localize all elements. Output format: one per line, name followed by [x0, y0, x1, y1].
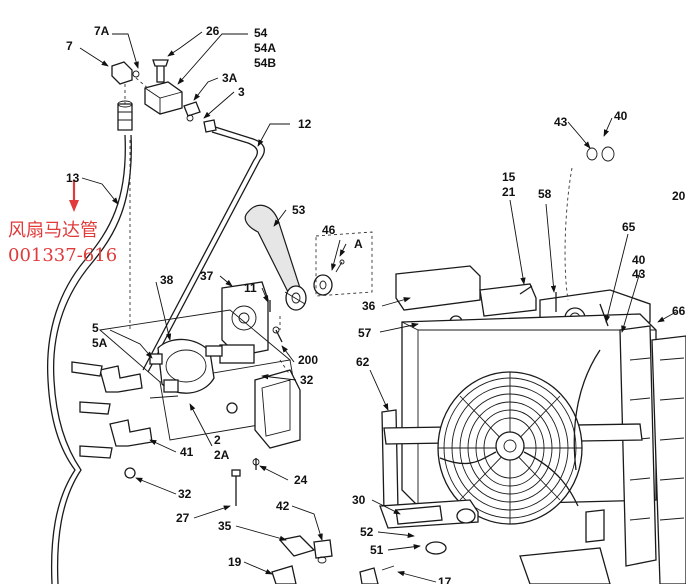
- callout-3: 3: [238, 85, 245, 99]
- callout-labels: 7A 26 7 54 54A 54B 3A 3 12 13 53 46 A 38…: [66, 24, 686, 584]
- annotation-title: 风扇马达管: [8, 220, 98, 241]
- callout-62: 62: [356, 355, 370, 369]
- callout-35: 35: [218, 519, 232, 533]
- hose-12: [142, 125, 265, 373]
- leader-lines: [79, 31, 677, 583]
- callout-20: 20: [672, 189, 686, 203]
- callout-7: 7: [66, 39, 73, 53]
- callout-36: 36: [362, 299, 376, 313]
- callout-5A: 5A: [92, 336, 108, 350]
- callout-58: 58: [538, 187, 552, 201]
- callout-52: 52: [360, 525, 374, 539]
- callout-11: 11: [244, 281, 257, 295]
- annotation-part-number: 001337-616: [8, 245, 118, 266]
- knob-46: [313, 231, 373, 297]
- motor-bracket: [98, 281, 301, 449]
- callout-24: 24: [294, 473, 308, 487]
- fasteners: [231, 300, 283, 506]
- callout-3A: 3A: [222, 71, 238, 85]
- upper-fitting-block: [111, 59, 217, 330]
- bottom-fittings: [271, 535, 395, 584]
- callout-51: 51: [370, 543, 384, 557]
- lever-53: [244, 204, 307, 311]
- fan-motor: [149, 338, 223, 399]
- callout-27: 27: [176, 511, 190, 525]
- callout-19: 19: [228, 555, 242, 569]
- hose-13: [46, 134, 132, 584]
- callout-5: 5: [92, 321, 99, 335]
- callout-2A: 2A: [214, 448, 230, 462]
- callout-21: 21: [502, 185, 516, 199]
- callout-A: A: [354, 237, 363, 251]
- callout-30: 30: [352, 493, 366, 507]
- fitting-41: [71, 361, 153, 479]
- callout-37: 37: [200, 269, 214, 283]
- callout-38: 38: [160, 273, 174, 287]
- callout-54: 54: [254, 26, 268, 40]
- callout-15: 15: [502, 170, 516, 184]
- callout-57: 57: [358, 326, 372, 340]
- callout-46: 46: [322, 223, 336, 237]
- callout-13: 13: [66, 171, 80, 185]
- callout-2: 2: [214, 433, 221, 447]
- callout-43-top: 43: [554, 115, 568, 129]
- callout-66: 66: [672, 304, 686, 318]
- callout-26: 26: [206, 24, 220, 38]
- callout-42: 42: [276, 499, 290, 513]
- callout-53: 53: [292, 203, 306, 217]
- callout-54A: 54A: [254, 41, 276, 55]
- callout-40-right: 40: [632, 253, 646, 267]
- callout-54B: 54B: [254, 56, 276, 70]
- callout-43-right: 43: [632, 267, 646, 281]
- callout-32-upper: 32: [300, 373, 314, 387]
- callout-41: 41: [180, 445, 194, 459]
- callout-200: 200: [298, 353, 318, 367]
- callout-12: 12: [298, 117, 312, 131]
- callout-32-lower: 32: [178, 487, 192, 501]
- callout-65: 65: [622, 220, 636, 234]
- annotation-arrow: [69, 180, 79, 212]
- cooler-assembly: [379, 146, 686, 584]
- callout-7A: 7A: [94, 24, 110, 38]
- callout-17: 17: [438, 575, 452, 584]
- callout-40-top: 40: [614, 109, 628, 123]
